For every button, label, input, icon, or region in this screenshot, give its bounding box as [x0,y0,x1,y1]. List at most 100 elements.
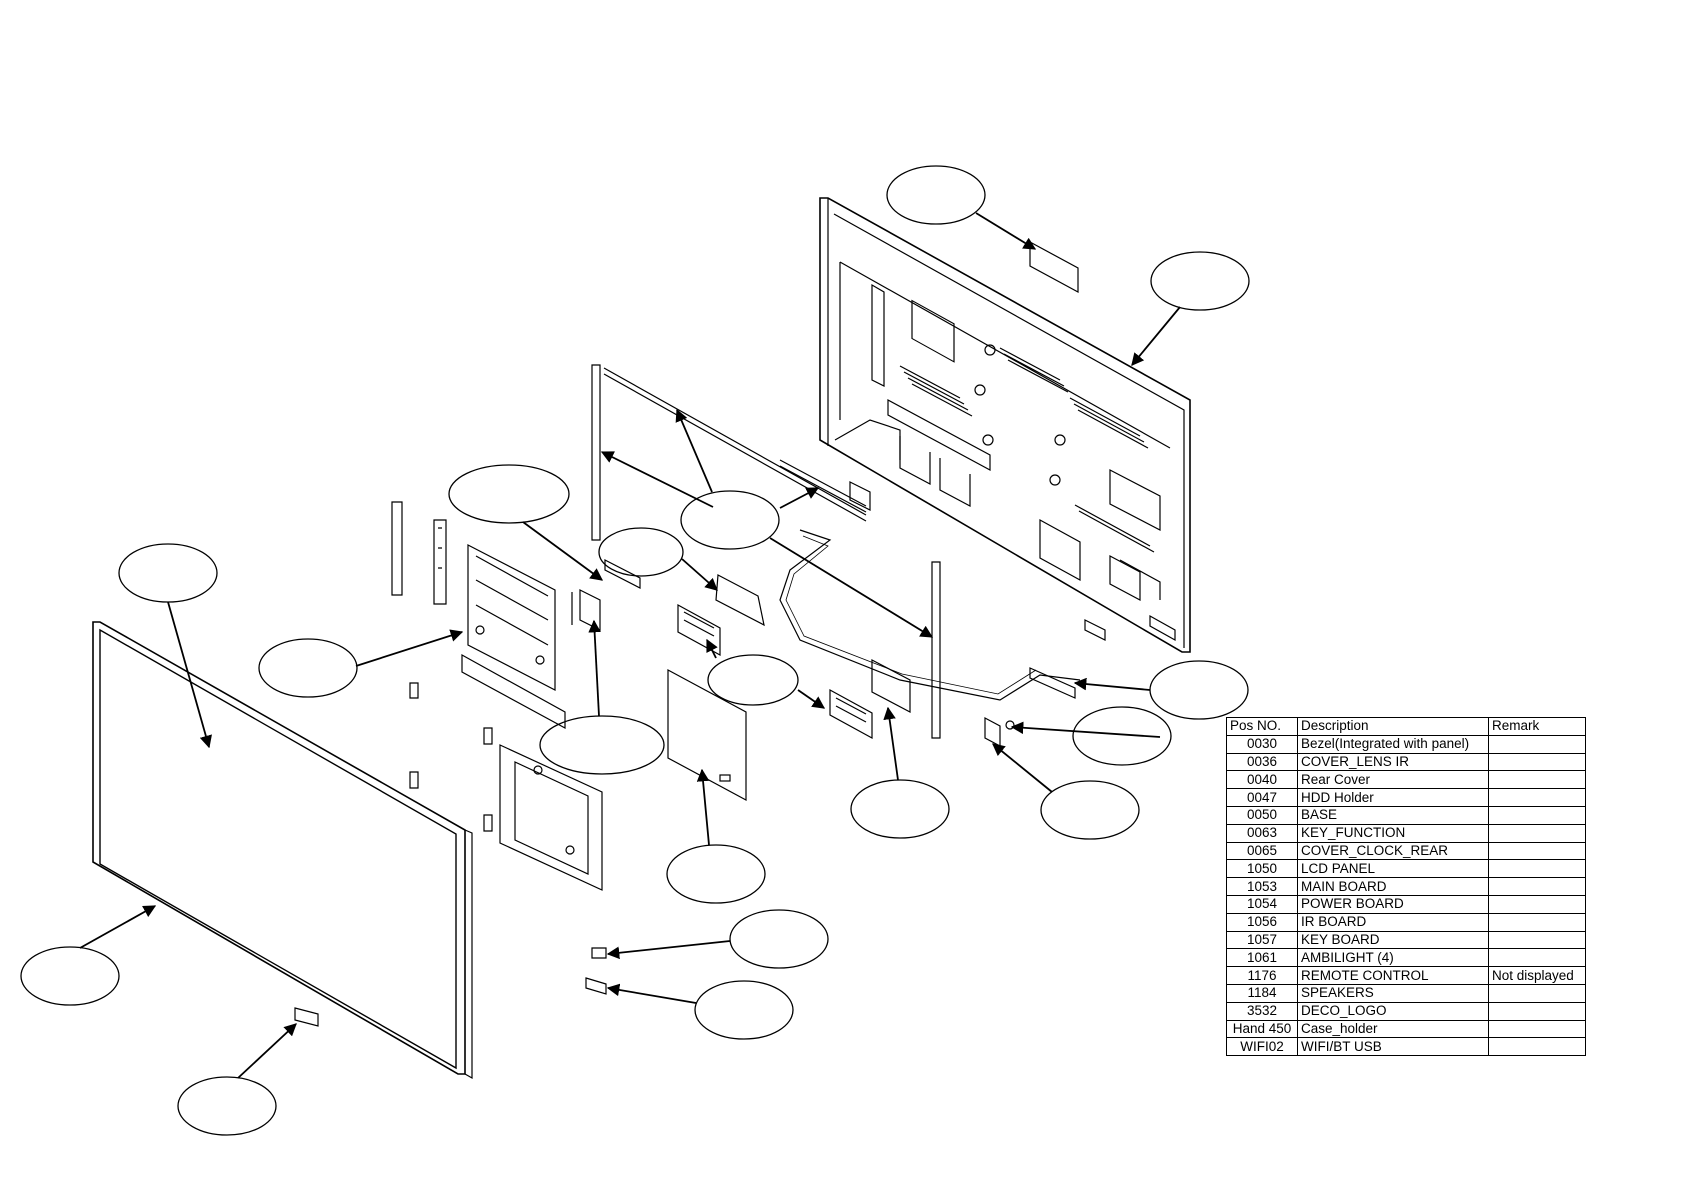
power-board-part [667,668,747,802]
ambilight-strips [591,364,941,739]
clip-part [409,682,493,832]
main-board-part [467,544,556,691]
description-cell: AMBILIGHT (4) [1297,948,1489,968]
case-holder-part [585,977,607,995]
ir-board-part [984,717,1001,747]
description-cell: MAIN BOARD [1297,877,1489,896]
remark-cell [1488,788,1586,807]
wifi-usb-part [294,1007,319,1027]
remark-cell [1488,734,1586,754]
pos-cell: 0030 [1226,734,1298,754]
remark-cell [1488,948,1586,968]
base-part-right [829,659,911,740]
description-cell: KEY BOARD [1297,930,1489,950]
pos-cell: WIFI02 [1226,1037,1298,1057]
remark-cell [1488,877,1586,896]
description-cell: WIFI/BT USB [1297,1037,1489,1057]
remark-cell [1488,1001,1586,1021]
pos-cell: 1050 [1226,859,1298,879]
description-cell: COVER_CLOCK_REAR [1297,841,1489,861]
callout-bubble [20,946,120,1006]
lcd-panel-part [92,621,473,1080]
callout-bubble [598,527,684,577]
pos-cell: 0040 [1226,770,1298,790]
pos-cell: 0036 [1226,752,1298,772]
side-bracket-part [391,501,447,605]
pos-cell: 0050 [1226,805,1298,825]
cover-lens-part [1029,240,1079,294]
description-cell: KEY_FUNCTION [1297,823,1489,843]
description-cell: HDD Holder [1297,788,1489,807]
remark-cell [1488,752,1586,772]
header-remark: Remark [1488,717,1586,736]
pos-cell: 1056 [1226,912,1298,932]
pos-cell: 1184 [1226,983,1298,1003]
header-description: Description [1297,717,1489,736]
remark-cell [1488,841,1586,861]
description-cell: BASE [1297,805,1489,825]
deco-logo-part [591,947,607,959]
pos-cell: 1061 [1226,948,1298,968]
ir-bracket-part [571,589,601,631]
key-board-part [461,653,566,730]
pos-cell: 0065 [1226,841,1298,861]
table-header-row: Pos NO. Description Remark [1226,717,1586,736]
callout-bubble [1040,780,1140,840]
pos-cell: 1054 [1226,894,1298,914]
callout-bubble [1149,660,1249,720]
pos-cell: 0063 [1226,823,1298,843]
remark-cell: Not displayed [1488,966,1586,985]
callout-bubble [1072,706,1172,766]
rear-cover-part [819,197,1191,653]
remark-cell [1488,894,1586,914]
remark-cell [1488,983,1586,1003]
hdd-holder-part [499,744,603,891]
callout-bubble [539,715,665,775]
base-part-left [677,574,765,657]
description-cell: DECO_LOGO [1297,1001,1489,1021]
pos-cell: 3532 [1226,1001,1298,1021]
callout-bubble [707,654,799,706]
remark-cell [1488,1037,1586,1057]
description-cell: LCD PANEL [1297,859,1489,879]
callout-bubble [666,844,766,904]
pos-cell: 1176 [1226,966,1298,985]
remark-cell [1488,912,1586,932]
pos-cell: 1057 [1226,930,1298,950]
key-function-part [1029,667,1076,699]
callout-bubble [886,165,986,225]
pos-cell: 0047 [1226,788,1298,807]
pos-cell: Hand 450 [1226,1019,1298,1039]
header-pos-no: Pos NO. [1226,717,1298,736]
remark-cell [1488,859,1586,879]
callout-bubble [118,543,218,603]
callout-bubble [680,490,780,550]
pos-cell: 1053 [1226,877,1298,896]
remark-cell [1488,770,1586,790]
remark-cell [1488,930,1586,950]
description-cell: Bezel(Integrated with panel) [1297,734,1489,754]
callout-bubbles [20,165,1250,1136]
callout-bubble [1150,251,1250,311]
cable-part [779,529,1081,701]
description-cell: SPEAKERS [1297,983,1489,1003]
